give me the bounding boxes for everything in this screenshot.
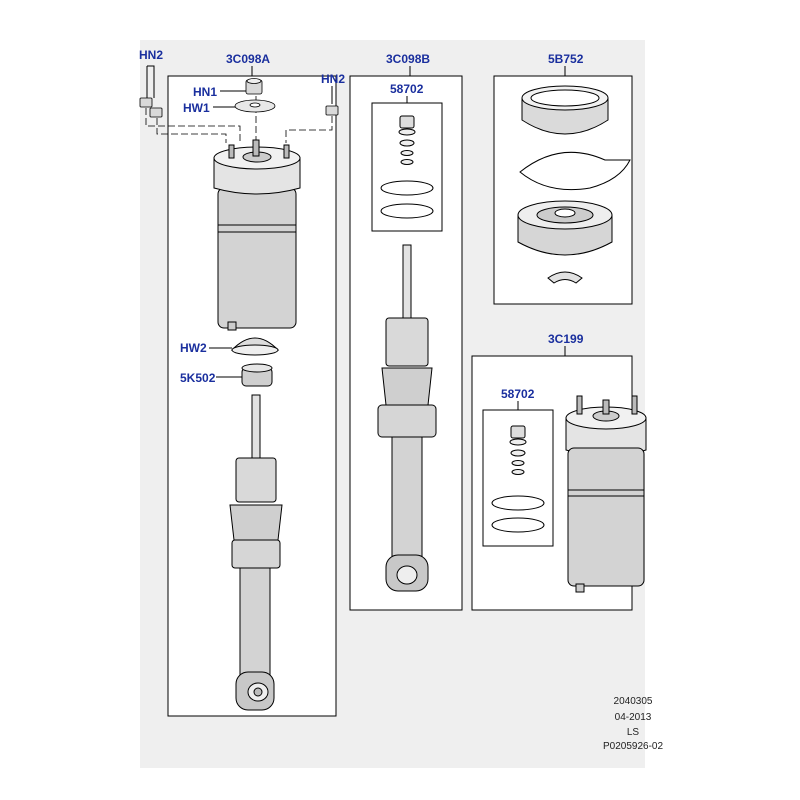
- air-spring-left: [213, 139, 301, 331]
- top-mount-5b752: [517, 85, 631, 284]
- footer-line-2: 04-2013: [614, 712, 652, 723]
- label-3c098b: 3C098B: [386, 52, 431, 66]
- label-58702-top: 58702: [390, 82, 424, 96]
- bump-stop-5k502: [241, 363, 273, 387]
- label-hn2-left: HN2: [139, 48, 164, 62]
- hn1-nut: [245, 78, 263, 95]
- label-hw1: HW1: [183, 101, 210, 115]
- box-58702-bottom: [482, 409, 554, 547]
- label-3c098a: 3C098A: [226, 52, 271, 66]
- air-spring-3c199: [565, 395, 647, 593]
- footer-line-1: 2040305: [613, 696, 653, 707]
- label-hn1: HN1: [193, 85, 218, 99]
- kit-58702-top-parts: [380, 115, 434, 219]
- label-58702-bottom: 58702: [501, 387, 535, 401]
- damper-middle: [377, 244, 437, 592]
- kit-58702-bottom-parts: [491, 425, 545, 533]
- footer-line-3: LS: [626, 727, 640, 738]
- damper-left: [229, 394, 283, 711]
- label-hn2-right: HN2: [321, 72, 346, 86]
- hn2-nuts: [139, 97, 339, 118]
- label-5b752: 5B752: [548, 52, 584, 66]
- label-hw2: HW2: [180, 341, 207, 355]
- hw2-cap: [230, 337, 280, 356]
- hw1-washer: [234, 99, 276, 113]
- label-3c199: 3C199: [548, 332, 584, 346]
- label-5k502: 5K502: [180, 371, 216, 385]
- footer-line-4: P0205926-02: [602, 741, 664, 752]
